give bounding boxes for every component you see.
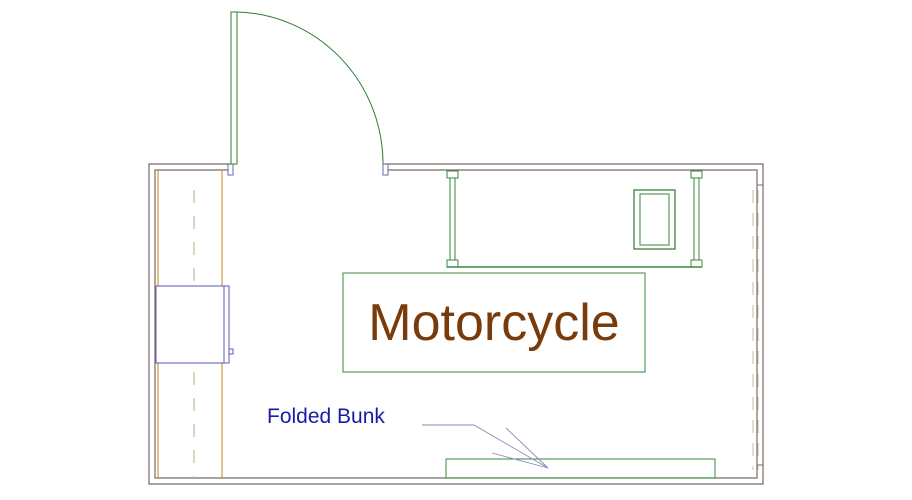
small-box xyxy=(633,189,676,250)
motorcycle-outline xyxy=(342,272,646,373)
motorcycle-label: Motorcycle xyxy=(368,294,619,352)
folded-bunk-outline xyxy=(445,458,716,479)
door-leaf xyxy=(230,11,238,165)
door-jamb-left xyxy=(227,163,234,176)
shelf-unit xyxy=(446,170,703,268)
door-jamb-right xyxy=(382,163,389,176)
door-swing-arc xyxy=(236,11,384,165)
folded-bunk-label: Folded Bunk xyxy=(267,405,385,428)
leader-arrow xyxy=(422,424,549,469)
blue-box xyxy=(155,285,234,364)
